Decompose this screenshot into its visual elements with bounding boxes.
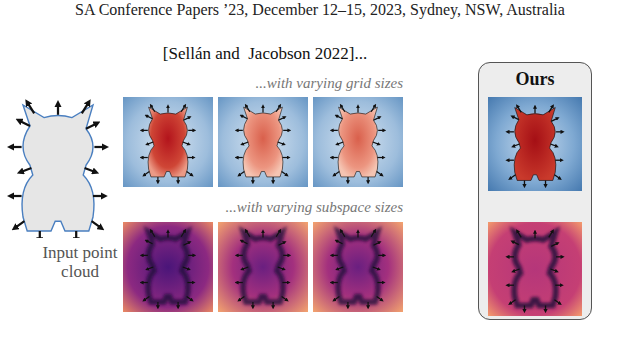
method-citation: [Sellán and Jacobson 2022]... [115,44,415,64]
running-header: SA Conference Papers ’23, December 12–15… [0,1,640,19]
heatmap-image [218,97,308,187]
heatmap-image [313,222,403,312]
heatmap-image [123,97,213,187]
panel-heading: Ours [479,69,591,90]
heatmap-image [123,222,213,312]
heatmap-image [488,97,582,191]
row-caption: ...with varying grid sizes [255,75,403,92]
input-cat [10,102,105,241]
row-caption: ...with varying subspace sizes [226,199,404,216]
heatmap-image [313,97,403,187]
heatmap-image [218,222,308,312]
result-panel: Ours [478,62,592,320]
input-caption: Input point cloud [40,244,120,281]
heatmap-image [488,222,582,316]
ours-panel-fill [478,62,592,320]
